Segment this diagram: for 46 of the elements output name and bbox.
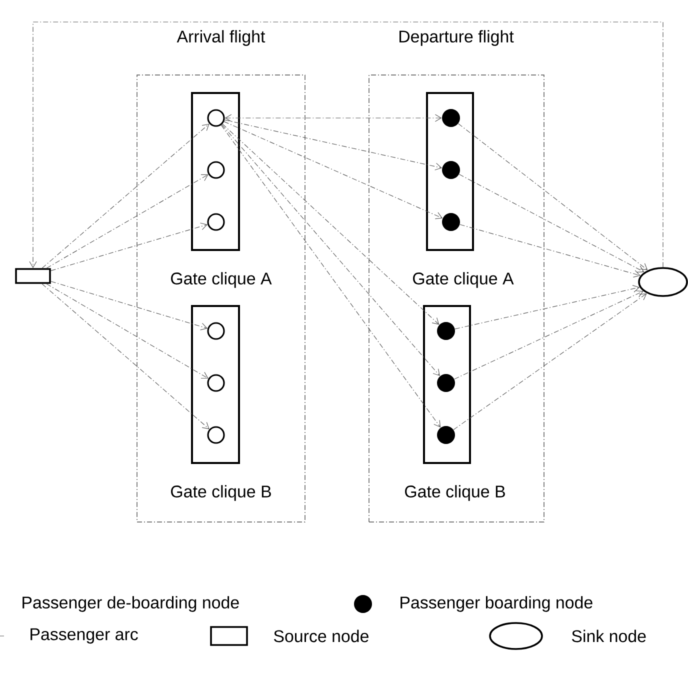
legend-label: Passenger boarding node: [400, 596, 592, 612]
node-label: Arrival flight: [176, 30, 266, 46]
arrow: [454, 285, 640, 330]
boarding-node: [442, 161, 460, 179]
arrow: [224, 121, 443, 220]
arrow: [42, 124, 210, 268]
arrow: [29, 22, 664, 268]
arrow: [222, 124, 440, 325]
arrow: [42, 284, 210, 430]
arrow: [224, 114, 442, 122]
boarding-node: [437, 374, 455, 392]
deboarding-node: [207, 426, 225, 444]
arrow: [460, 224, 640, 278]
legend-label: Passenger arc: [30, 628, 138, 644]
gate-clique-box: Gate clique A: [169, 92, 273, 289]
sink-node: [638, 267, 688, 297]
arrow: [453, 293, 647, 430]
boarding-node: [437, 426, 455, 444]
arrow: [221, 124, 440, 376]
legend-label: Sink node: [572, 630, 646, 642]
deboarding-node: [207, 161, 225, 179]
boarding-node: [442, 109, 460, 127]
arrow: [454, 290, 644, 380]
legend-label: Source node: [274, 630, 368, 642]
boarding-node: [442, 213, 460, 231]
arrow: [458, 123, 648, 270]
node-label: Gate clique B: [171, 485, 271, 501]
node-label: Departure flight: [400, 30, 514, 46]
deboarding-node: [207, 322, 225, 340]
arrow: [50, 222, 208, 272]
legend-label: Passenger de-boarding node: [22, 596, 239, 612]
node-label: Gate clique A: [171, 272, 272, 288]
arrow: [46, 284, 208, 379]
arrow: [46, 174, 208, 268]
gate-clique-box: Gate clique B: [169, 305, 273, 502]
arrow: [224, 120, 442, 170]
deboarding-node: [207, 213, 225, 231]
node-label: Gate clique B: [405, 485, 505, 501]
arrow: [50, 281, 208, 330]
deboarding-node: [207, 374, 225, 392]
node-label: Gate clique A: [413, 272, 514, 288]
deboarding-node: [207, 109, 225, 127]
arrow: [220, 124, 441, 428]
source-node: [15, 268, 51, 284]
arrow: [458, 174, 644, 272]
boarding-node: [437, 322, 455, 340]
